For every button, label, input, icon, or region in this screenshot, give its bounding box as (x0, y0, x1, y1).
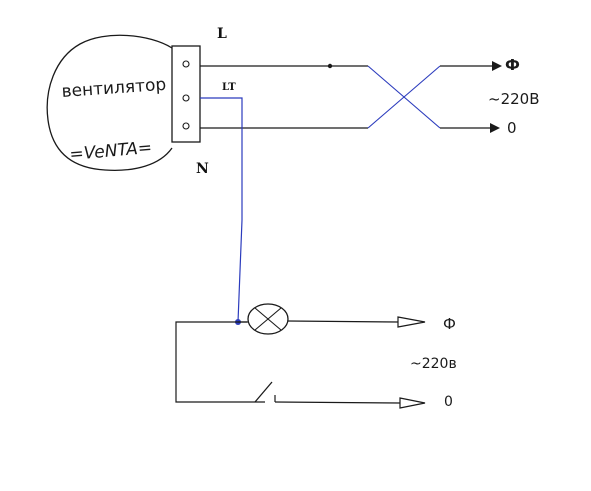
switch-blade (254, 381, 273, 403)
terminal-label-lt: LT (222, 82, 236, 93)
bottom-voltage-label: ~220в (410, 356, 457, 372)
terminal-screw-l (182, 60, 190, 68)
top-voltage-label: ~220В (488, 90, 540, 108)
bottom-neutral-arrow (399, 397, 426, 409)
bottom-phase-label: Ф (443, 315, 456, 333)
lt-control-wire (200, 97, 243, 323)
terminal-label-l: L (217, 26, 227, 42)
top-neutral-label: 0 (507, 119, 517, 137)
bottom-phase-arrow (397, 316, 426, 328)
wire-l-dot (327, 63, 333, 69)
terminal-label-n: N (196, 161, 209, 177)
bottom-phase-lead (287, 320, 399, 323)
top-neutral-arrow (490, 123, 500, 133)
bottom-neutral-lead (274, 401, 401, 404)
terminal-block (171, 45, 201, 143)
fan-name: вентилятор (61, 75, 167, 102)
terminal-screw-lt (182, 94, 190, 102)
bottom-neutral-label: 0 (444, 394, 453, 410)
bottom-left-loop (175, 321, 265, 403)
top-phase-label: Ф (505, 56, 520, 74)
fan-brand: =VeNTA= (69, 138, 153, 165)
lamp-cross-2 (254, 307, 282, 331)
cross-wire-2 (367, 65, 441, 129)
fan-body (46, 34, 173, 171)
lamp-icon (247, 303, 289, 335)
terminal-screw-n (182, 122, 190, 130)
top-phase-arrow (492, 61, 502, 71)
